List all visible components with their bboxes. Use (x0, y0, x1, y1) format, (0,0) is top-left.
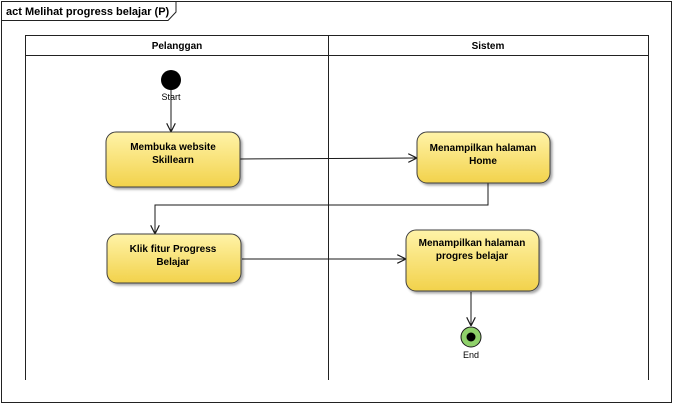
action-box (106, 233, 242, 284)
edge-membuka-to-home (239, 158, 416, 159)
frame-title: act Melihat progress belajar (P) (6, 6, 170, 18)
action-line: Membuka website (130, 142, 216, 153)
action-membuka-website: Membuka website Skillearn (105, 131, 241, 188)
lane-header-row (25, 35, 649, 56)
swimlanes: Pelanggan Sistem (25, 35, 649, 380)
end-label: End (463, 350, 479, 360)
action-line: Home (469, 156, 497, 167)
action-line: Menampilkan halaman (419, 238, 526, 249)
action-line: Skillearn (152, 155, 194, 166)
lane-title-pelanggan: Pelanggan (152, 41, 203, 52)
action-line: Belajar (156, 257, 189, 268)
action-box (416, 131, 551, 184)
action-tampil-progres: Menampilkan halaman progres belajar (405, 229, 540, 292)
edge-home-to-klik (155, 183, 489, 233)
action-line: progres belajar (436, 251, 508, 262)
end-inner-circle (466, 332, 476, 342)
end-node: End (460, 326, 482, 360)
action-tampil-home: Menampilkan halaman Home (416, 131, 551, 184)
action-box (405, 229, 540, 292)
start-label: Start (161, 92, 181, 102)
action-line: Menampilkan halaman (430, 143, 537, 154)
lane-title-sistem: Sistem (472, 41, 505, 52)
action-box (105, 131, 241, 188)
start-circle (161, 70, 181, 90)
frame-title-tab (1, 1, 177, 21)
action-line: Klik fitur Progress (130, 244, 217, 255)
start-node: Start (161, 70, 181, 102)
edges (155, 90, 489, 325)
action-klik-fitur-progress: Klik fitur Progress Belajar (106, 233, 242, 284)
